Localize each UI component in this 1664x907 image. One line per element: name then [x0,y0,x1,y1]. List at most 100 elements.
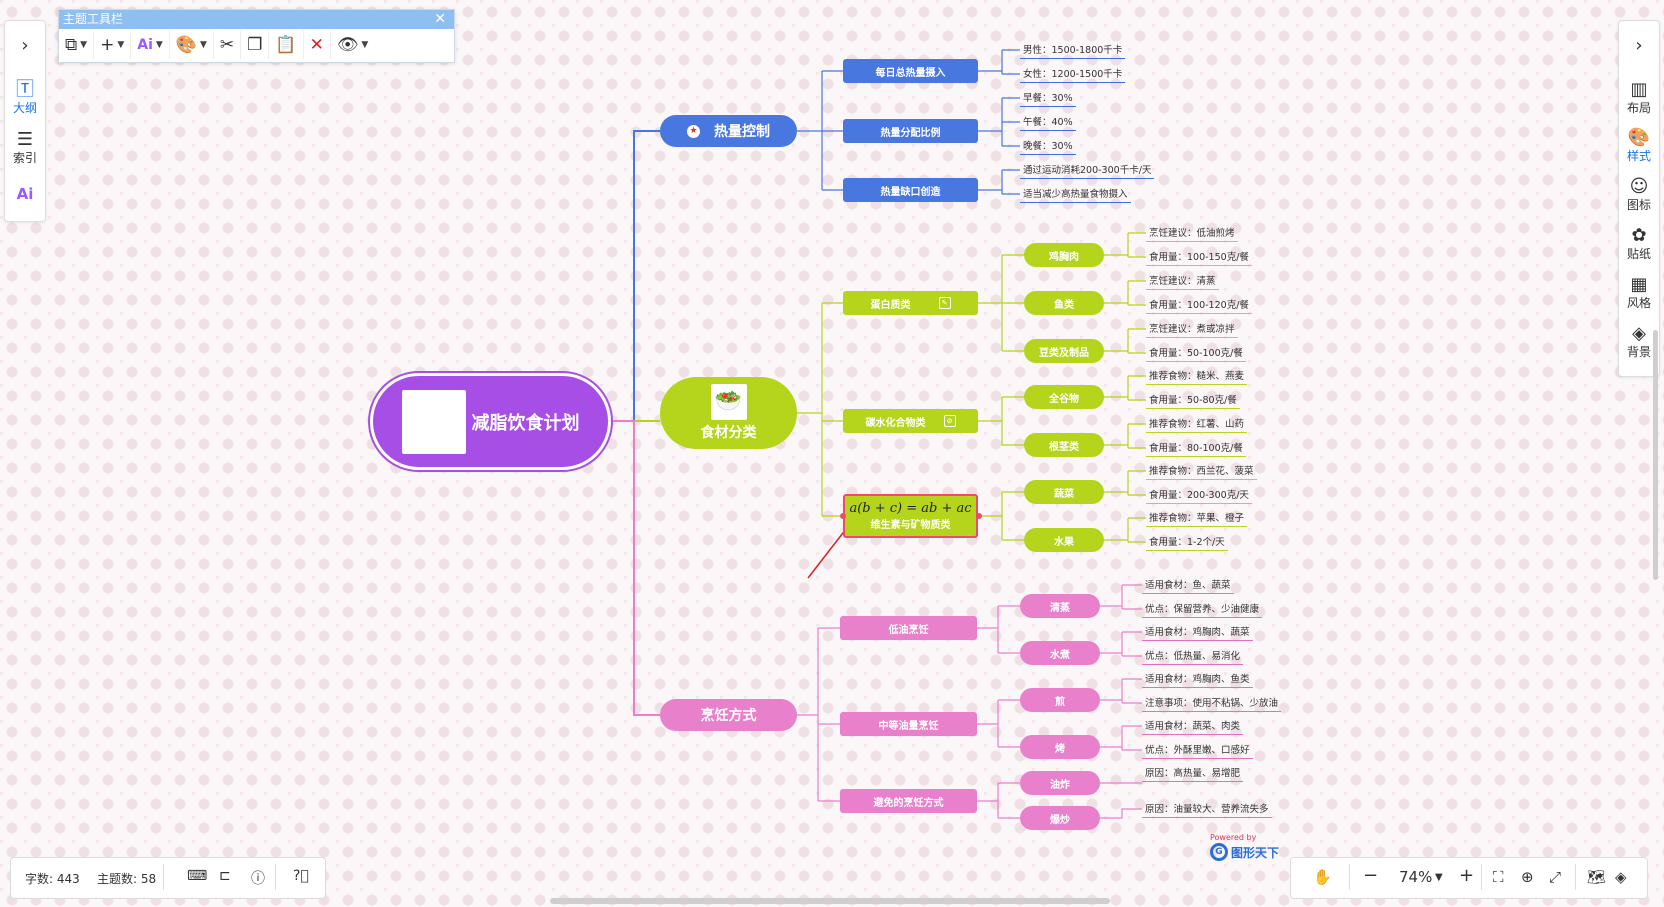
leaf-topic[interactable]: 适用食材：鱼、蔬菜 [1142,577,1234,594]
leaf-topic[interactable]: 原因：高热量、易增肥 [1142,765,1244,782]
edit-note-icon[interactable]: ✎ [938,297,951,309]
sidebar-item-emoji[interactable]: ☺ 图标 [1619,176,1659,212]
root-topic[interactable]: 🐱 减脂饮食计划 [370,373,611,470]
topic-item[interactable]: 水煮 [1020,641,1100,665]
chevron-right-icon: › [1635,35,1643,56]
leaf-topic[interactable]: 烹饪建议：煮或凉拌 [1146,321,1238,338]
leaf-topic[interactable]: 女性：1200-1500千卡 [1020,66,1126,83]
topic-item[interactable]: 根茎类 [1024,433,1104,457]
leaf-topic[interactable]: 烹饪建议：清蒸 [1146,273,1219,290]
expand-right-button[interactable]: › [1619,35,1659,57]
topic-item[interactable]: 鱼类 [1024,291,1104,315]
leaf-topic[interactable]: 通过运动消耗200-300千卡/天 [1020,162,1155,179]
leaf-topic[interactable]: 原因：油量较大、营养流失多 [1142,801,1272,818]
leaf-topic[interactable]: 男性：1500-1800千卡 [1020,42,1126,59]
sidebar-item-theme[interactable]: ▦ 风格 [1619,274,1659,310]
hand-tool-icon[interactable]: ✋ [1313,868,1332,886]
topic-item[interactable]: 油炸 [1020,771,1100,795]
leaf-topic[interactable]: 早餐：30% [1020,90,1076,107]
leaf-topic[interactable]: 食用量：100-120克/餐 [1146,297,1252,314]
vertical-scrollbar[interactable] [1653,330,1658,580]
topic-item[interactable]: 豆类及制品 [1024,339,1104,363]
zoom-level[interactable]: 74% [1399,868,1433,886]
horizontal-scrollbar[interactable] [550,898,1110,904]
leaf-topic[interactable]: 优点：保留营养、少油健康 [1142,601,1263,618]
sidebar-item-style[interactable]: 🎨 样式 [1619,127,1659,163]
topic-item[interactable]: 清蒸 [1020,594,1100,618]
link-icon[interactable]: ⊘ [943,415,956,427]
zoom-out-button[interactable]: − [1363,865,1379,886]
help-icon[interactable]: ?⃝ [293,868,309,884]
fullscreen-icon[interactable]: ⤢ [1549,868,1562,886]
ruler-icon[interactable]: ⊏ [219,868,231,884]
leaf-topic[interactable]: 优点：低热量、易消化 [1142,648,1244,665]
leaf-topic[interactable]: 食用量：50-100克/餐 [1146,345,1246,362]
leaf-topic[interactable]: 推荐食物：苹果、橙子 [1146,510,1248,527]
sub-topic[interactable]: 避免的烹饪方式 [840,789,977,813]
branch-food-category[interactable]: 🥗 食材分类 [660,377,797,449]
close-toolbar-button[interactable]: ✕ [434,11,446,27]
sidebar-item-sticker[interactable]: ✿ 贴纸 [1619,225,1659,261]
topic-item[interactable]: 蔬菜 [1024,480,1104,504]
leaf-topic[interactable]: 注意事项：使用不粘锅、少放油 [1142,695,1282,712]
keyboard-icon[interactable]: ⌨ [187,868,208,884]
paste-button[interactable]: 📋 [269,31,304,59]
topic-item[interactable]: 烤 [1020,735,1100,759]
topic-item[interactable]: 爆炒 [1020,806,1100,830]
chevron-down-icon[interactable]: ▼ [1435,872,1443,883]
leaf-topic[interactable]: 食用量：80-100克/餐 [1146,440,1246,457]
sidebar-item-layout[interactable]: ▥ 布局 [1619,79,1659,115]
leaf-topic[interactable]: 食用量：50-80克/餐 [1146,392,1240,409]
map-icon[interactable]: 🗺 [1587,868,1607,886]
topic-item[interactable]: 全谷物 [1024,385,1104,409]
leaf-topic[interactable]: 午餐：40% [1020,114,1076,131]
topic-item[interactable]: 煎 [1020,688,1100,712]
ai-button[interactable]: Ai▼ [131,31,170,59]
expand-left-button[interactable]: › [5,35,45,57]
sidebar-item-outline[interactable]: 🅃 大纲 [5,79,45,115]
selection-handle[interactable] [976,513,982,519]
sub-topic[interactable]: 每日总热量摄入 [843,59,978,83]
sub-topic-selected[interactable]: a(b + c) = ab + ac 维生素与矿物质类 [843,494,978,538]
sub-topic[interactable]: 热量分配比例 [843,119,978,143]
sub-topic[interactable]: 碳水化合物类⊘ [843,409,978,433]
sub-topic[interactable]: 中等油量烹饪 [840,712,977,736]
selection-handle[interactable] [840,513,846,519]
branch-cooking-method[interactable]: 烹饪方式 [660,699,797,731]
sidebar-item-index[interactable]: ☰ 索引 [5,129,45,165]
leaf-topic[interactable]: 晚餐：30% [1020,138,1076,155]
sub-topic[interactable]: 热量缺口创造 [843,178,978,202]
add-topic-button[interactable]: +▼ [94,31,132,59]
leaf-topic[interactable]: 适用食材：蔬菜、肉类 [1142,718,1244,735]
leaf-topic[interactable]: 烹饪建议：低油煎烤 [1146,225,1238,242]
branch-heat-control[interactable]: ★ 热量控制 [660,115,797,147]
leaf-topic[interactable]: 推荐食物：西兰花、菠菜 [1146,463,1257,480]
zoom-in-button[interactable]: + [1459,865,1475,886]
info-icon[interactable]: ⓘ [251,871,265,887]
leaf-topic[interactable]: 食用量：1-2个/天 [1146,534,1228,551]
view-button[interactable]: 👁▼ [331,31,375,59]
copy-button[interactable]: ❐ [241,31,270,59]
layers-icon[interactable]: ◈ [1615,868,1627,886]
center-icon[interactable]: ⊕ [1521,868,1534,886]
sidebar-item-background[interactable]: ◈ 背景 [1619,323,1659,359]
cut-button[interactable]: ✂ [214,31,242,59]
leaf-topic[interactable]: 食用量：200-300克/天 [1146,487,1252,504]
sidebar-item-ai[interactable]: Ai [5,183,45,205]
leaf-topic[interactable]: 优点：外酥里嫩、口感好 [1142,742,1253,759]
topic-item[interactable]: 鸡胸肉 [1024,243,1104,267]
style-button[interactable]: 🎨▼ [170,31,214,59]
delete-button[interactable]: ✕ [304,31,331,59]
sub-topic[interactable]: 低油烹饪 [840,616,977,640]
topic-item[interactable]: 水果 [1024,528,1104,552]
leaf-topic[interactable]: 适当减少高热量食物摄入 [1020,186,1131,203]
copy-style-button[interactable]: ⧉▼ [59,31,95,59]
fit-screen-icon[interactable]: ⛶ [1493,868,1504,886]
sub-topic[interactable]: 蛋白质类✎ [843,291,978,315]
leaf-topic[interactable]: 推荐食物：红薯、山药 [1146,416,1248,433]
leaf-topic[interactable]: 适用食材：鸡胸肉、鱼类 [1142,671,1253,688]
cartoon-sticker-image: 🐱 [401,389,466,454]
leaf-topic[interactable]: 推荐食物：糙米、燕麦 [1146,368,1248,385]
leaf-topic[interactable]: 食用量：100-150克/餐 [1146,249,1252,266]
leaf-topic[interactable]: 适用食材：鸡胸肉、蔬菜 [1142,624,1253,641]
